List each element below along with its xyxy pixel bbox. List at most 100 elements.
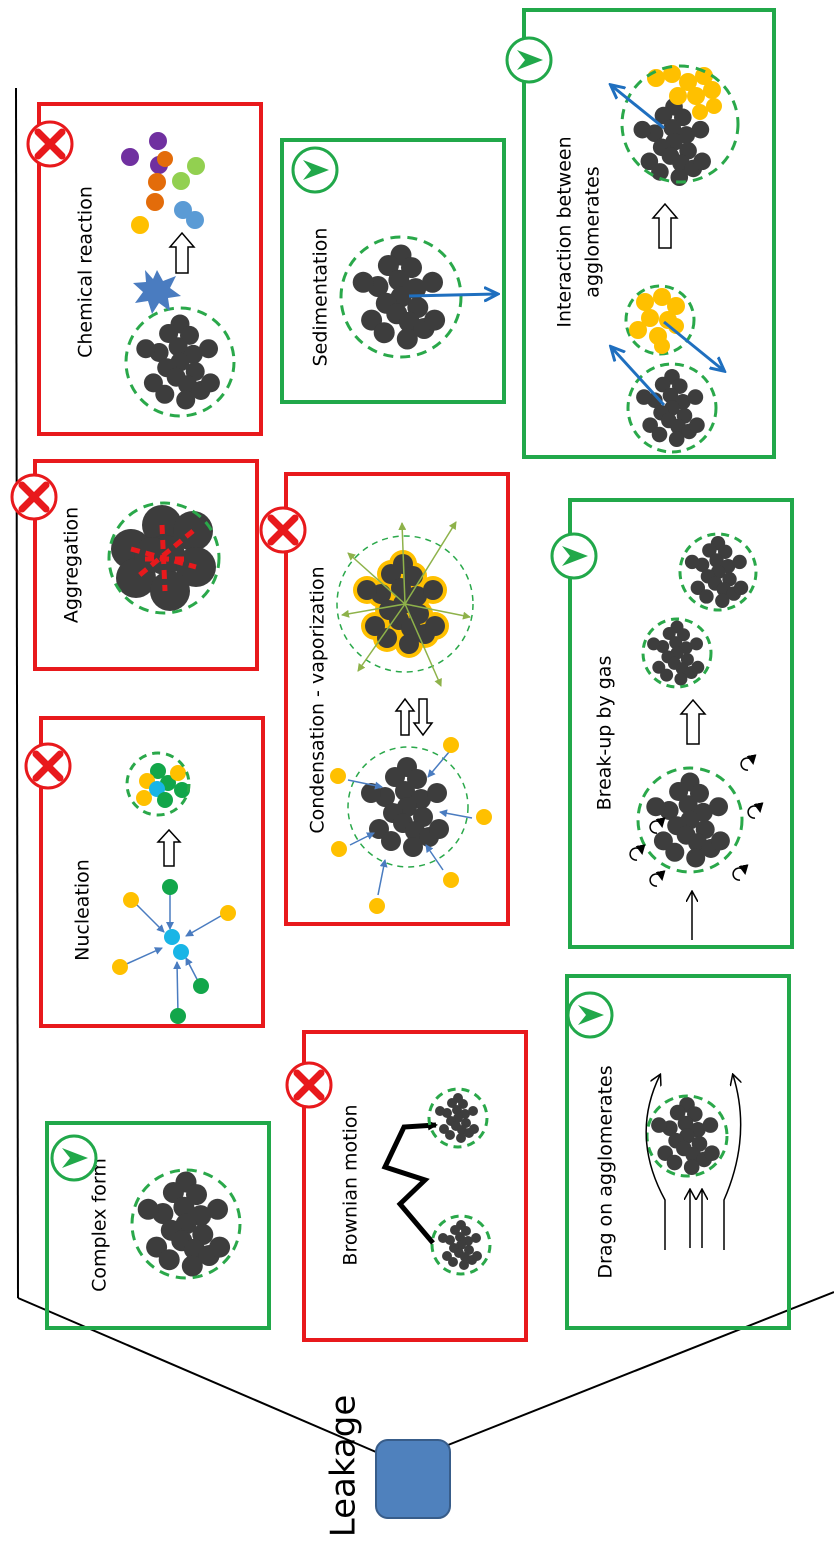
primary-particle (357, 580, 377, 600)
fragment-1 (647, 620, 705, 686)
primary-particle (668, 431, 685, 447)
cross-mark (267, 514, 299, 546)
primary-particle (385, 767, 405, 787)
primary-particle (471, 1233, 481, 1243)
primary-particle (690, 637, 703, 651)
motion-arrow-merged (612, 86, 665, 130)
check-icon (550, 532, 598, 580)
check-mark (517, 50, 543, 70)
label-interaction-line2: agglomerates (582, 166, 604, 297)
primary-particle (137, 1198, 159, 1220)
primary-particle (377, 255, 399, 276)
frame-complex-form (45, 1121, 271, 1330)
flow-lines (645, 1075, 741, 1250)
leakage-source: Leakage (15, 87, 834, 1537)
primary-particle (709, 553, 724, 568)
process-sedimentation: Sedimentation (280, 138, 506, 404)
primary-particle (422, 271, 443, 293)
primary-particle (709, 797, 728, 817)
primary-particle (352, 271, 374, 293)
agglomerate-yellow (624, 284, 696, 356)
particle-end (435, 1093, 479, 1143)
check-icon (566, 991, 614, 1039)
primary-particle (468, 1106, 478, 1116)
primary-particle (381, 564, 401, 584)
frame-nucleation (39, 716, 265, 1028)
random-walk-path (381, 1120, 438, 1245)
primary-particle (377, 628, 397, 648)
cross-icon (259, 506, 307, 554)
arrow-forward (651, 202, 679, 249)
primary-particle (662, 627, 676, 640)
primary-particle (472, 1251, 482, 1261)
primary-particle (663, 119, 682, 137)
primary-particle (438, 1233, 448, 1243)
label-sedimentation: Sedimentation (310, 228, 332, 367)
primary-particle (669, 1104, 686, 1121)
primary-particle (704, 1145, 720, 1161)
nucleated-cluster (125, 751, 191, 817)
cross-mark (34, 128, 66, 160)
primary-particle (456, 1133, 466, 1143)
primary-particle (445, 1130, 455, 1140)
primary-particle (399, 634, 419, 654)
primary-particle (689, 417, 705, 433)
label-interaction-line1: Interaction between (554, 136, 576, 327)
primary-particle (425, 616, 445, 636)
primary-particle (168, 337, 188, 357)
primary-particle (136, 339, 156, 359)
equilibrium-arrows (394, 697, 434, 737)
primary-particle (665, 842, 685, 862)
primary-particle (733, 580, 749, 596)
agglomerate-particle (352, 244, 446, 350)
cross-icon (285, 1061, 333, 1109)
cross-mark (18, 481, 50, 513)
primary-particle (158, 1249, 180, 1271)
primary-particle (633, 120, 652, 139)
cross-icon (10, 473, 58, 521)
primary-particle (669, 782, 689, 801)
primary-particle (647, 637, 661, 651)
primary-particle (732, 554, 747, 570)
primary-particle (447, 1098, 457, 1108)
process-condensation: Condensation - vaporization (259, 472, 510, 926)
primary-particle (678, 795, 698, 815)
primary-particle (683, 1159, 700, 1175)
cross-icon (24, 742, 72, 790)
primary-particle (702, 543, 717, 558)
primary-particle (666, 1154, 683, 1171)
agglomerate-dark (636, 369, 705, 447)
primary-particle (684, 554, 700, 570)
motion-arrow-2 (663, 320, 723, 370)
arrow-forward (168, 231, 196, 274)
label-drag: Drag on agglomerates (595, 1065, 617, 1278)
frame-breakup (568, 498, 794, 949)
primary-particle (424, 309, 446, 331)
primary-particle (459, 1260, 469, 1270)
frame-brownian-motion (302, 1030, 528, 1342)
label-brownian-motion: Brownian motion (340, 1104, 362, 1265)
settling-arrow (408, 294, 496, 296)
primary-particle (691, 660, 705, 674)
primary-particle (693, 152, 711, 171)
process-complex-form: Complex form (45, 1121, 271, 1330)
primary-particle (674, 672, 688, 686)
primary-particle (373, 322, 395, 344)
primary-particle (427, 783, 447, 803)
check-mark (578, 1005, 604, 1025)
motion-arrow-1 (612, 348, 666, 407)
leakage-box (375, 1439, 451, 1519)
check-icon (50, 1134, 98, 1182)
primary-particle (173, 1196, 195, 1218)
label-complex-form: Complex form (89, 1158, 111, 1292)
primary-particle (677, 1115, 694, 1132)
frame-drag (565, 974, 791, 1330)
primary-particle (391, 578, 411, 598)
primary-particle (396, 328, 418, 350)
frame-aggregation (33, 459, 259, 671)
agglomerate-halo (130, 1168, 242, 1280)
primary-particle (469, 1124, 479, 1134)
primary-particle (651, 1117, 667, 1133)
aggregated-particle (107, 501, 221, 615)
